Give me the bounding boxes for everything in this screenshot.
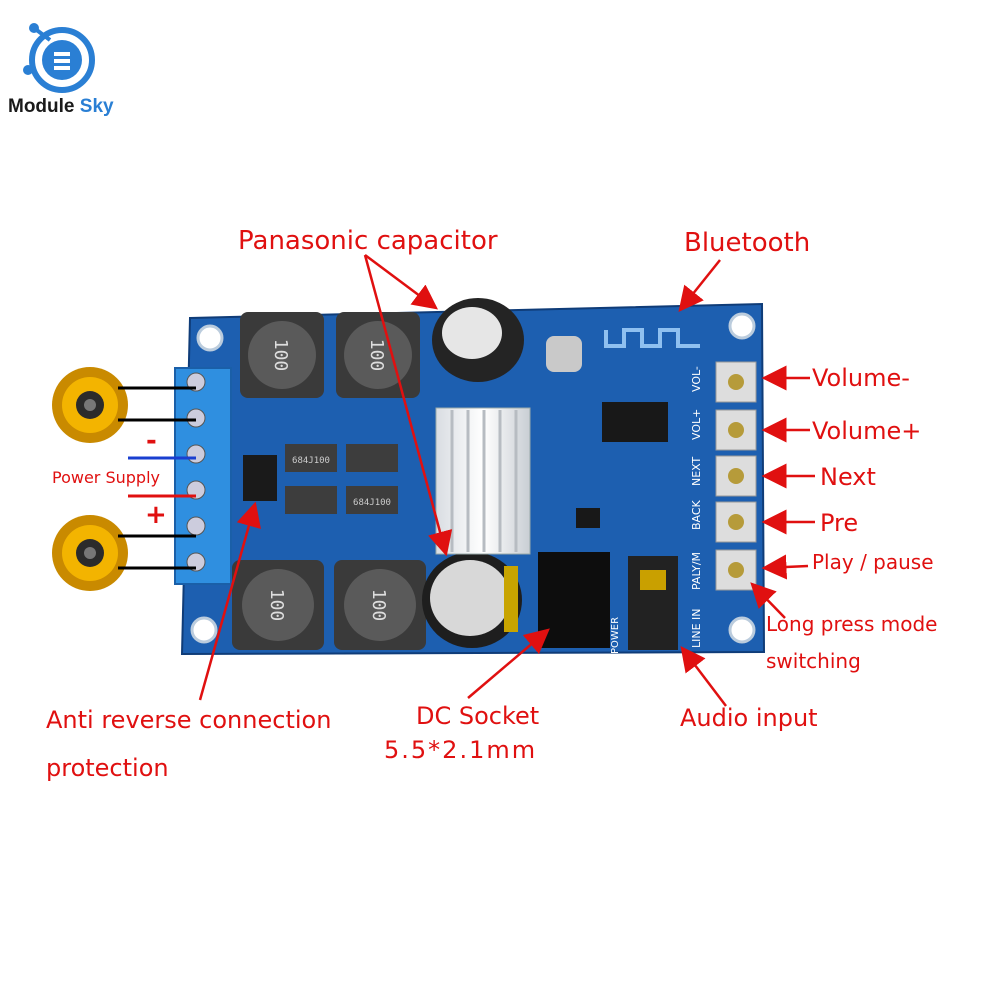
brand-word-2: Sky <box>79 96 114 117</box>
electrolytic-capacitor-top <box>432 298 524 382</box>
tactile-buttons <box>715 361 757 591</box>
small-ic <box>576 508 600 528</box>
module-sky-logo <box>20 18 100 98</box>
label-bluetooth: Bluetooth <box>684 228 811 258</box>
electrolytic-capacitor-bottom <box>422 552 522 648</box>
label-panasonic-capacitor: Panasonic capacitor <box>238 226 498 256</box>
label-dc-socket-size: 5.5*2.1mm <box>384 736 538 764</box>
label-volume-minus: Volume- <box>812 364 910 392</box>
label-long-press-2: switching <box>766 649 861 673</box>
heatsink <box>435 407 531 555</box>
dc-socket <box>538 552 610 648</box>
label-pre: Pre <box>820 509 859 537</box>
label-anti-reverse: Anti reverse connection <box>46 706 332 734</box>
inductor-label-1: 100 <box>270 339 291 372</box>
silk-back: BACK <box>690 499 703 530</box>
bluetooth-ic <box>602 402 668 442</box>
label-power-supply: Power Supply <box>52 468 160 487</box>
label-plus: + <box>145 500 167 530</box>
resistor-label-a: 684J100 <box>292 456 330 466</box>
silk-next: NEXT <box>690 456 703 486</box>
silk-vol-minus: VOL- <box>690 366 703 392</box>
label-protection: protection <box>46 754 169 782</box>
bluetooth-antenna <box>604 328 700 348</box>
label-volume-plus: Volume+ <box>812 417 922 445</box>
inductors <box>232 312 426 650</box>
label-next: Next <box>820 463 876 491</box>
label-play-pause: Play / pause <box>812 550 934 574</box>
label-minus: - <box>146 426 157 456</box>
resistor-label-b: 684J100 <box>353 498 391 508</box>
silk-power: POWER <box>610 617 621 654</box>
inductor-label-3: 100 <box>266 589 287 622</box>
speaker-top <box>52 367 196 443</box>
label-long-press-1: Long press mode <box>766 612 938 636</box>
label-audio-input: Audio input <box>680 704 818 732</box>
silk-vol-plus: VOL+ <box>690 409 703 440</box>
brand-name: Module Sky <box>8 96 114 118</box>
audio-jack-pins <box>640 570 666 590</box>
film-capacitors <box>243 444 398 514</box>
logo-icon <box>23 23 95 93</box>
terminal-block <box>174 367 232 585</box>
annotation-arrows <box>198 253 815 707</box>
silk-paly-m: PALY/M <box>690 552 703 590</box>
crystal <box>546 336 582 372</box>
silk-line-in: LINE IN <box>690 608 703 648</box>
inductor-label-4: 100 <box>368 589 389 622</box>
inductor-label-2: 100 <box>366 339 387 372</box>
speaker-bottom <box>52 515 196 591</box>
label-dc-socket: DC Socket <box>416 702 540 730</box>
brand-word-1: Module <box>8 96 75 117</box>
